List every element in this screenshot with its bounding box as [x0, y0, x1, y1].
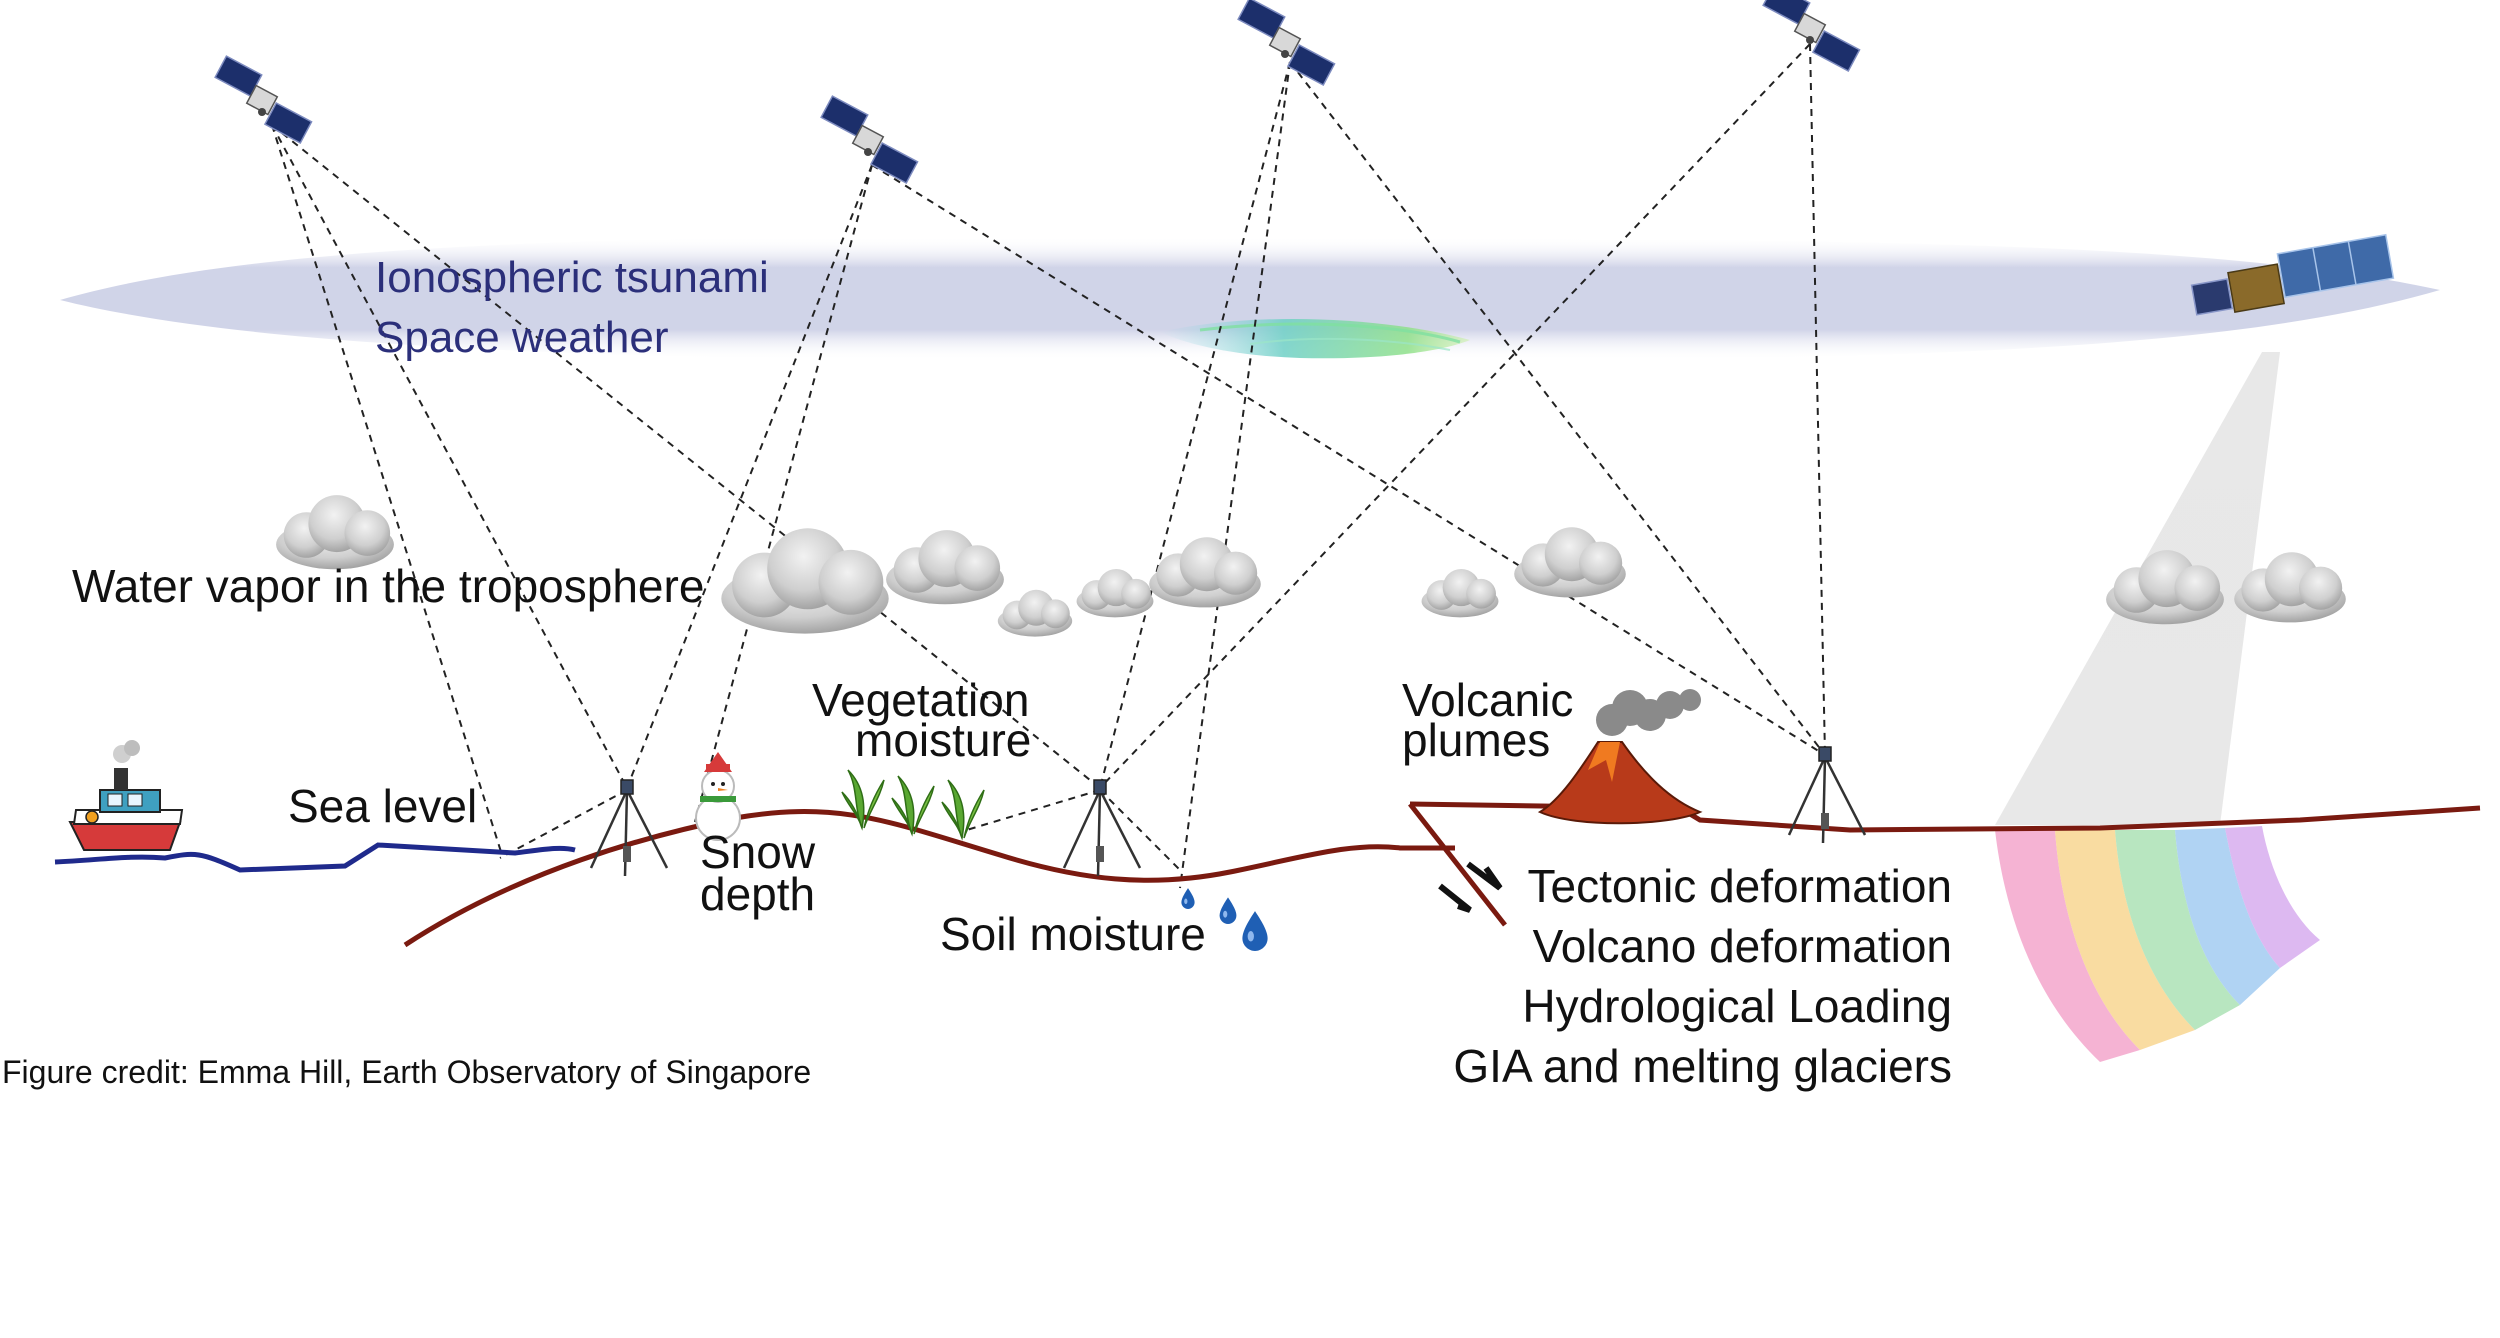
aurora-icon	[1160, 318, 1470, 359]
soil-moisture-label: Soil moisture	[940, 908, 1206, 960]
plant-icon	[841, 769, 985, 839]
hydrological-loading-label: Hydrological Loading	[1522, 980, 1952, 1032]
insar-satellite-icon	[2190, 233, 2395, 316]
snow-depth-label-line2: depth	[700, 868, 815, 920]
snowman-icon	[695, 752, 741, 841]
sea-level-label: Sea level	[288, 780, 477, 832]
volcano-icon	[1537, 689, 1703, 825]
vegetation-moisture-label-line1: Vegetation	[812, 674, 1029, 726]
fault-arrows-icon	[1438, 861, 1503, 913]
volcano-deformation-label: Volcano deformation	[1533, 920, 1952, 972]
tectonic-deformation-label: Tectonic deformation	[1528, 860, 1952, 912]
boat-icon	[68, 740, 184, 851]
vegetation-moisture-label-line2: moisture	[855, 714, 1031, 766]
ground-profile-line	[403, 809, 1455, 948]
fault-line	[1408, 802, 1507, 927]
space-weather-label-text: Space weather	[375, 313, 669, 362]
ionospheric-tsunami-label: Ionospheric tsunami	[375, 253, 769, 302]
gia-glaciers-label: GIA and melting glaciers	[1453, 1040, 1952, 1092]
water-vapor-label: Water vapor in the troposphere	[72, 560, 704, 612]
snow-depth-label-line1: Snow	[700, 826, 816, 878]
figure-credit: Figure credit: Emma Hill, Earth Observat…	[2, 1054, 811, 1090]
volcanic-plumes-label-line1: Volcanic	[1402, 674, 1573, 726]
sea-level-line	[54, 842, 576, 873]
signal-paths	[271, 43, 1826, 889]
volcanic-plumes-label-line2: plumes	[1402, 714, 1550, 766]
ionosphere-band	[60, 236, 2440, 361]
satellite-icon	[214, 0, 1861, 184]
interferogram-fringes-icon	[1995, 826, 2320, 1062]
